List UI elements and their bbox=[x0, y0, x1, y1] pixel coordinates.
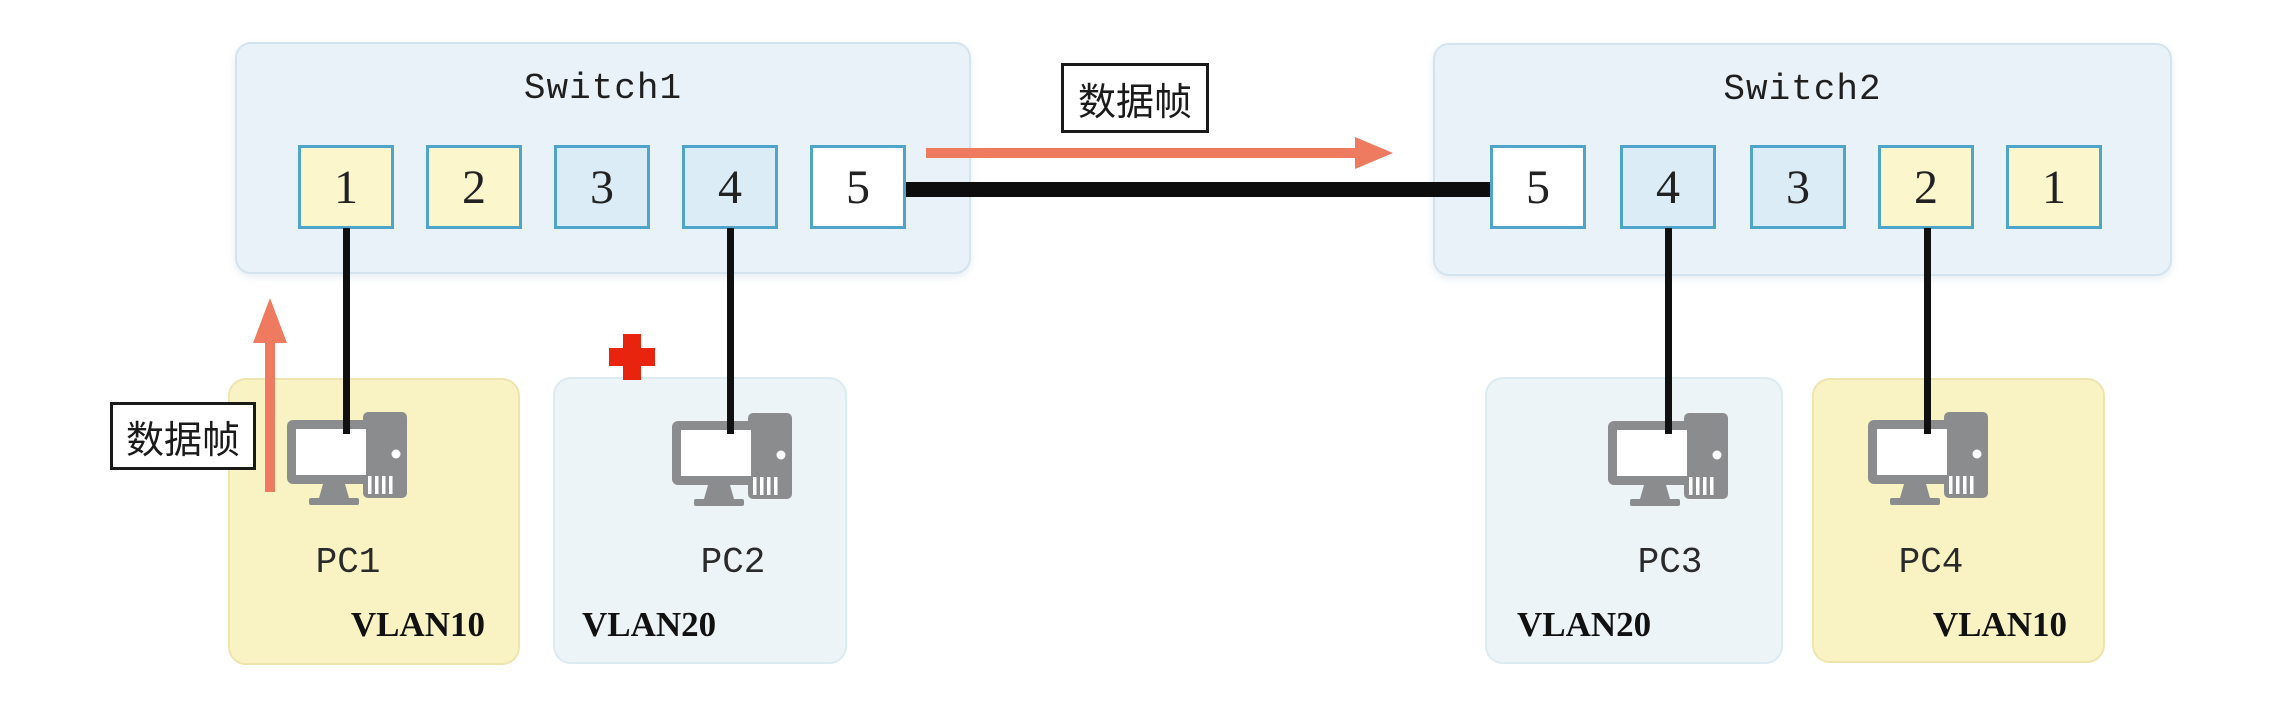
pc2-name: PC2 bbox=[700, 542, 766, 583]
pc4-name: PC4 bbox=[1898, 542, 1964, 583]
switch1-title: Switch1 bbox=[523, 68, 683, 109]
port-number: 1 bbox=[334, 160, 358, 214]
computer-icon bbox=[672, 413, 792, 506]
port-number: 2 bbox=[1914, 160, 1938, 214]
data-frame-label-text: 数据帧 bbox=[1077, 79, 1192, 124]
cable-port4-pc2 bbox=[727, 228, 734, 434]
data-frame-up-arrow-icon bbox=[253, 298, 287, 343]
pc4-vlan-label: VLAN10 bbox=[1932, 605, 2067, 644]
switch2-port-3: 3 bbox=[1750, 145, 1846, 229]
computer-icon bbox=[1608, 413, 1728, 506]
pc3-name: PC3 bbox=[1637, 542, 1703, 583]
port-number: 5 bbox=[846, 160, 870, 214]
port-number: 4 bbox=[718, 160, 742, 214]
data-frame-up-arrow-shaft bbox=[265, 340, 275, 492]
cable-port2-pc4 bbox=[1924, 228, 1931, 434]
switch1-port-2: 2 bbox=[426, 145, 522, 229]
port-number: 4 bbox=[1656, 160, 1680, 214]
data-frame-label-middle: 数据帧 bbox=[1061, 63, 1209, 133]
port-number: 5 bbox=[1526, 160, 1550, 214]
port-number: 1 bbox=[2042, 160, 2066, 214]
switch1-port-4: 4 bbox=[682, 145, 778, 229]
port-number: 3 bbox=[590, 160, 614, 214]
switch1-port-3: 3 bbox=[554, 145, 650, 229]
switch2-port-5: 5 bbox=[1490, 145, 1586, 229]
computer-icon bbox=[287, 412, 407, 505]
computer-icon bbox=[1868, 412, 1988, 505]
switch2-title: Switch2 bbox=[1723, 69, 1882, 110]
pc1-vlan-label: VLAN10 bbox=[350, 605, 485, 644]
cable-port4-pc3 bbox=[1665, 228, 1672, 434]
switch2-port-2: 2 bbox=[1878, 145, 1974, 229]
port-number: 2 bbox=[462, 160, 486, 214]
pc3-vlan-label: VLAN20 bbox=[1517, 605, 1652, 644]
port-number: 3 bbox=[1786, 160, 1810, 214]
switch2-port-4: 4 bbox=[1620, 145, 1716, 229]
data-frame-label-text: 数据帧 bbox=[125, 417, 240, 462]
switch2-port-1: 1 bbox=[2006, 145, 2102, 229]
data-frame-right-arrow-shaft bbox=[926, 148, 1358, 158]
trunk-link-line bbox=[903, 182, 1493, 197]
pc2-vlan-label: VLAN20 bbox=[582, 605, 717, 644]
pc1-name: PC1 bbox=[315, 542, 381, 583]
switch1-port-5: 5 bbox=[810, 145, 906, 229]
cable-port1-pc1 bbox=[343, 228, 350, 434]
switch1-port-1: 1 bbox=[298, 145, 394, 229]
red-cross-icon bbox=[609, 334, 655, 380]
data-frame-right-arrow-icon bbox=[1355, 137, 1393, 169]
data-frame-label-left: 数据帧 bbox=[110, 402, 256, 470]
